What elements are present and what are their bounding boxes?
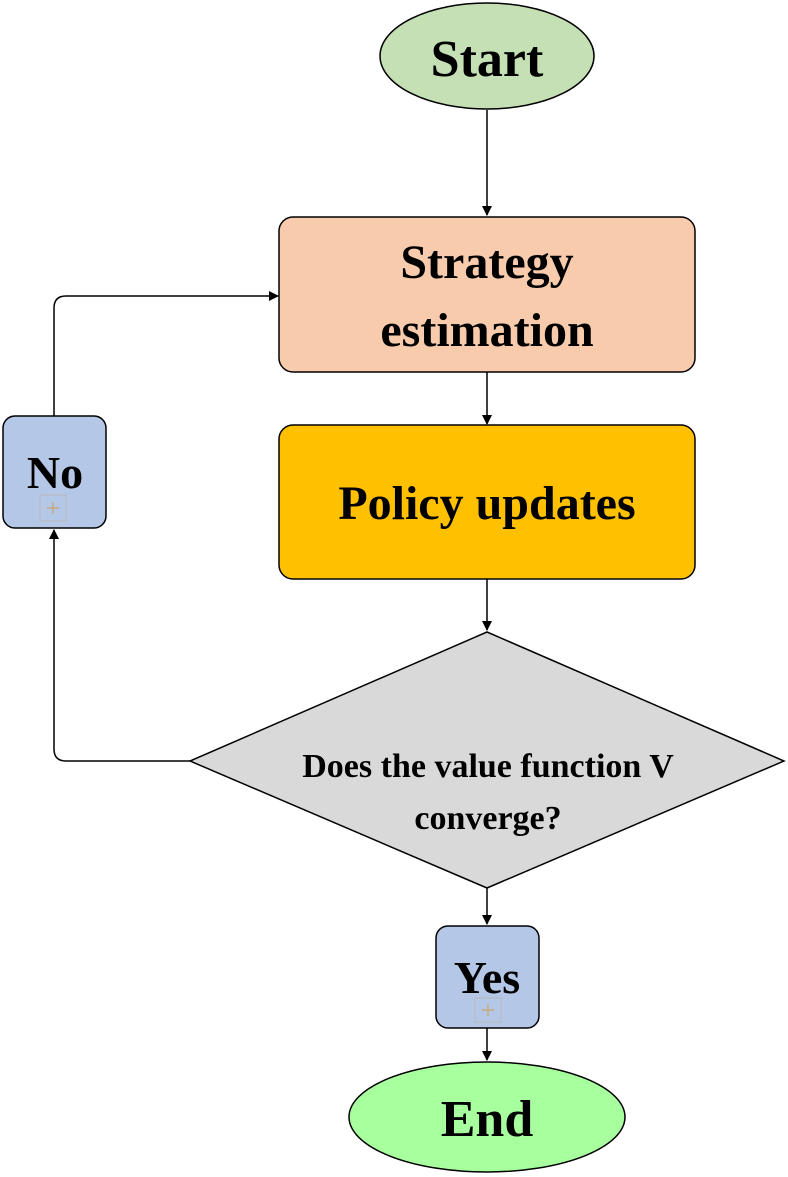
decision-label-line1: Does the value function V bbox=[302, 748, 674, 785]
yes-box bbox=[435, 925, 540, 1029]
arrow-decision-to-no bbox=[49, 529, 190, 762]
policy-updates-label: Policy updates bbox=[338, 477, 635, 530]
start-label: Start bbox=[431, 31, 544, 88]
yes-placeholder-icon bbox=[474, 997, 502, 1023]
no-label: No bbox=[27, 447, 83, 498]
no-placeholder-icon bbox=[39, 494, 67, 522]
no-box bbox=[2, 415, 107, 529]
decision-label-line2: converge? bbox=[414, 800, 561, 837]
strategy-estimation-box bbox=[278, 216, 696, 373]
no-placeholder-plus-icon bbox=[47, 502, 59, 514]
yes-placeholder-plus-icon bbox=[482, 1004, 494, 1016]
end-node bbox=[348, 1061, 626, 1173]
strategy-label-line2: estimation bbox=[380, 304, 593, 357]
strategy-label-line1: Strategy bbox=[400, 236, 573, 289]
yes-label: Yes bbox=[454, 952, 520, 1003]
arrow-no-to-strategy bbox=[53, 291, 279, 416]
start-node bbox=[379, 2, 595, 110]
policy-updates-box bbox=[278, 424, 696, 580]
convergence-decision bbox=[188, 631, 786, 889]
end-label: End bbox=[441, 1091, 534, 1148]
